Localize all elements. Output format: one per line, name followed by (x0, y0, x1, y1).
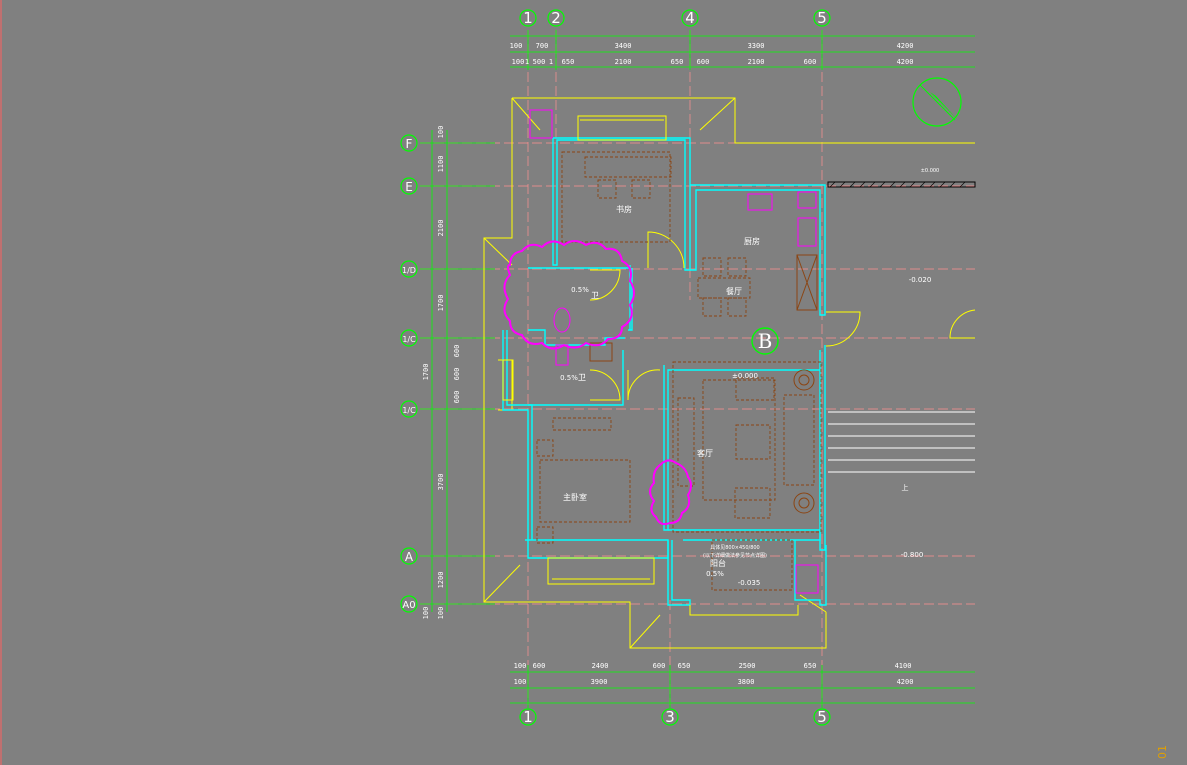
grid-bubbles-top: 1 2 4 5 (519, 9, 831, 27)
dim-top1-3: 3300 (748, 42, 765, 50)
dim-bot2-3: 4200 (897, 678, 914, 686)
dim-bot2-1: 3900 (591, 678, 608, 686)
grid-label-left-A0: A0 (402, 600, 415, 611)
furniture (536, 151, 822, 591)
dim-bot1-7: 4100 (895, 662, 912, 670)
revision-marker: B (751, 327, 779, 355)
grid-label-left-E: E (405, 180, 413, 194)
dim-top2-0: 100 (512, 58, 525, 66)
dim-left-1: 1100 (437, 156, 445, 173)
level-living: ±0.000 (732, 372, 758, 380)
room-label-bath2: 卫 (578, 373, 586, 382)
dim-top1-2: 3400 (615, 42, 632, 50)
grid-label-top-5: 5 (817, 9, 827, 27)
dim-left-7: 100 (422, 607, 430, 620)
room-label-kitchen: 厨房 (744, 236, 760, 246)
grid-label-bottom-3: 3 (665, 708, 675, 726)
walls (502, 137, 827, 606)
grid-bubbles-left: F E 1/D 1/C 1/C A A0 (400, 134, 418, 613)
dim-top2-3: 1 (549, 58, 553, 66)
doors (589, 231, 976, 401)
level-labels: 0.5% 0.5% ±0.000 -0.020 0.5% -0.035 -0.8… (560, 168, 939, 587)
dim-bot1-1: 600 (533, 662, 546, 670)
dim-left-6: 1200 (437, 572, 445, 589)
revision-clouds (503, 240, 692, 526)
dim-left-4: 1700 (422, 364, 430, 381)
room-label-living: 客厅 (697, 448, 713, 458)
dim-bot2-0: 100 (514, 678, 527, 686)
room-labels: 书房 厨房 餐厅 卫 卫 客厅 主卧室 阳台 (563, 204, 760, 568)
dim-left-3: 1700 (437, 295, 445, 312)
stairs (828, 411, 975, 473)
grid-label-left-1D: 1/D (402, 266, 416, 275)
sheet-code: 01 (1156, 745, 1169, 759)
dim-bot2-2: 3800 (738, 678, 755, 686)
dim-bot1-4: 650 (678, 662, 691, 670)
dim-bot1-3: 600 (653, 662, 666, 670)
grid-label-left-1C-b: 1/C (402, 406, 416, 415)
dim-left-inner-1: 600 (453, 368, 461, 381)
railing-hatch (829, 181, 966, 188)
level-top-strip: ±0.000 (921, 168, 940, 174)
level-right-area: -0.020 (909, 276, 932, 284)
grid-label-top-2: 2 (551, 9, 561, 27)
dim-top2-4: 650 (562, 58, 575, 66)
dimension-lines (420, 30, 975, 708)
dim-bot1-0: 100 (514, 662, 527, 670)
room-label-study: 书房 (616, 204, 632, 214)
grid-label-bottom-5: 5 (817, 708, 827, 726)
revision-marker-label: B (758, 329, 773, 353)
dim-bot1-6: 650 (804, 662, 817, 670)
dim-left-inner-2: 600 (453, 391, 461, 404)
grid-label-left-F: F (406, 137, 413, 151)
dim-top2-6: 650 (671, 58, 684, 66)
dim-top2-5: 2100 (615, 58, 632, 66)
dim-top2-8: 2100 (748, 58, 765, 66)
dim-top2-7: 600 (697, 58, 710, 66)
dim-bot1-2: 2400 (592, 662, 609, 670)
grid-label-left-A: A (405, 550, 414, 564)
level-balcony: -0.035 (738, 579, 761, 587)
level-bath2-slope: 0.5% (560, 374, 578, 382)
fixtures (589, 254, 818, 514)
balcony-note-1: 具体见800×450/800 (710, 544, 760, 551)
grid-label-bottom-1: 1 (523, 708, 533, 726)
dim-top1-0: 100 (510, 42, 523, 50)
dimension-texts-top: 100 700 3400 3300 4200 100 1 500 1 650 2… (510, 42, 914, 66)
grid-label-top-1: 1 (523, 9, 533, 27)
dimension-texts-bottom: 100 600 2400 600 650 2500 650 4100 100 3… (514, 662, 914, 686)
dim-top2-9: 600 (804, 58, 817, 66)
dim-left-8: 100 (437, 607, 445, 620)
dim-top2-10: 4200 (897, 58, 914, 66)
sanitary-fixtures (529, 109, 819, 594)
dimension-texts-left: 100 1100 2100 1700 1700 3700 1200 100 10… (422, 126, 461, 620)
level-bath1-slope: 0.5% (571, 286, 589, 294)
north-arrow-icon (912, 77, 962, 127)
room-label-balcony: 阳台 (710, 558, 726, 568)
dim-left-0: 100 (437, 126, 445, 139)
level-right-lower: -0.800 (901, 551, 924, 559)
grid-label-top-4: 4 (685, 9, 695, 27)
balcony-note-2: (以下详细做法参见节点详图) (703, 552, 767, 559)
grid-label-left-1C-a: 1/C (402, 335, 416, 344)
room-label-bath1: 卫 (591, 291, 599, 300)
dim-left-inner-0: 600 (453, 345, 461, 358)
dim-top1-4: 4200 (897, 42, 914, 50)
dim-left-2: 2100 (437, 220, 445, 237)
grid-bubbles-bottom: 1 3 5 (519, 708, 831, 726)
dim-left-5: 3700 (437, 474, 445, 491)
room-label-dining: 餐厅 (726, 287, 742, 296)
dim-top2-1: 1 (525, 58, 529, 66)
room-label-master: 主卧室 (563, 492, 587, 502)
railing-strip (827, 181, 976, 188)
dim-bot1-5: 2500 (739, 662, 756, 670)
dim-top2-2: 500 (533, 58, 546, 66)
stair-up-label: 上 (902, 483, 909, 492)
dim-top1-1: 700 (536, 42, 549, 50)
level-balcony-slope: 0.5% (706, 570, 724, 578)
windows (502, 115, 799, 616)
